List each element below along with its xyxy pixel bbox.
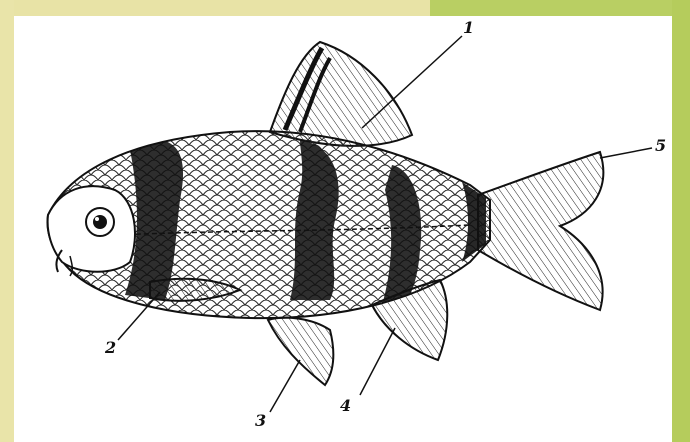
pelvic-fin <box>268 318 333 385</box>
label-pelvic-fin: 3 <box>255 413 266 429</box>
label-anal-fin: 4 <box>340 398 351 414</box>
label-dorsal-fin: 1 <box>463 20 474 36</box>
leader-line-5 <box>600 148 652 158</box>
fish-head <box>48 186 135 276</box>
leader-line-4 <box>360 328 395 395</box>
label-pectoral-fin: 2 <box>105 340 116 356</box>
leader-line-3 <box>270 360 300 412</box>
caudal-fin <box>478 152 603 310</box>
dorsal-fin <box>270 42 412 146</box>
label-caudal-fin: 5 <box>655 138 666 154</box>
